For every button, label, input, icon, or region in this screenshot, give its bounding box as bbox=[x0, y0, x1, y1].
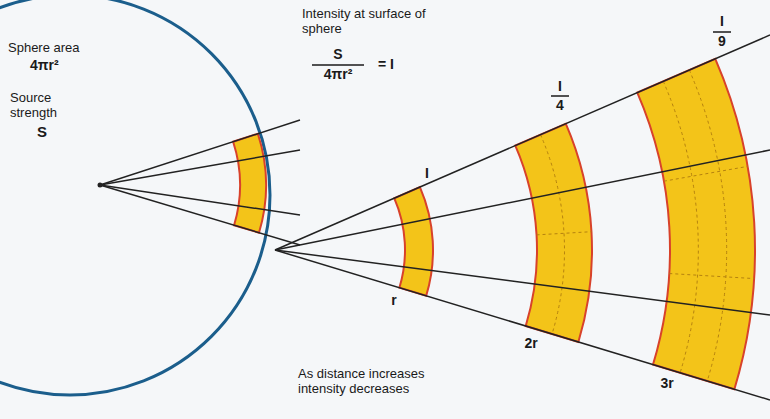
formula: 4πr² bbox=[308, 67, 368, 82]
grid-line bbox=[663, 81, 698, 372]
ray-line bbox=[275, 150, 770, 250]
part-label: Source strength bbox=[10, 90, 80, 120]
ray-line bbox=[100, 120, 300, 185]
grid-line bbox=[669, 274, 754, 279]
distance-label: 2r bbox=[518, 336, 544, 351]
ray-line bbox=[100, 185, 300, 215]
intensity-label: 9 bbox=[715, 34, 729, 49]
distance-label: 3r bbox=[654, 376, 680, 391]
ray-line bbox=[100, 185, 300, 245]
symbol-label: S bbox=[32, 124, 52, 139]
part-label: Sphere area bbox=[8, 40, 108, 55]
source-point bbox=[98, 183, 103, 188]
grid-line bbox=[689, 70, 726, 381]
fraction-bar bbox=[713, 31, 731, 33]
distance-label: r bbox=[384, 293, 404, 308]
intensity-label: I bbox=[715, 14, 729, 29]
area-patch-3r bbox=[637, 59, 755, 389]
ray-line bbox=[275, 35, 770, 250]
area-patch-r bbox=[394, 187, 433, 296]
sphere-outline bbox=[0, 0, 270, 395]
caption-note: As distance increases intensity decrease… bbox=[298, 366, 473, 396]
fraction-bar bbox=[551, 95, 569, 97]
part-label: Intensity at surface of sphere bbox=[302, 6, 442, 36]
sphere-surface-patch bbox=[233, 134, 266, 233]
ray-line bbox=[275, 250, 770, 315]
formula: S bbox=[322, 47, 354, 62]
formula: = I bbox=[368, 57, 404, 72]
ray-line bbox=[275, 250, 770, 400]
formula: 4πr² bbox=[30, 58, 80, 73]
ray-line bbox=[100, 150, 300, 185]
intensity-label: I bbox=[420, 166, 434, 181]
grid-line bbox=[537, 232, 592, 235]
intensity-label: I bbox=[553, 79, 567, 94]
fraction-bar bbox=[312, 64, 364, 66]
area-patch-2r bbox=[515, 124, 592, 342]
intensity-label: 4 bbox=[553, 98, 567, 113]
